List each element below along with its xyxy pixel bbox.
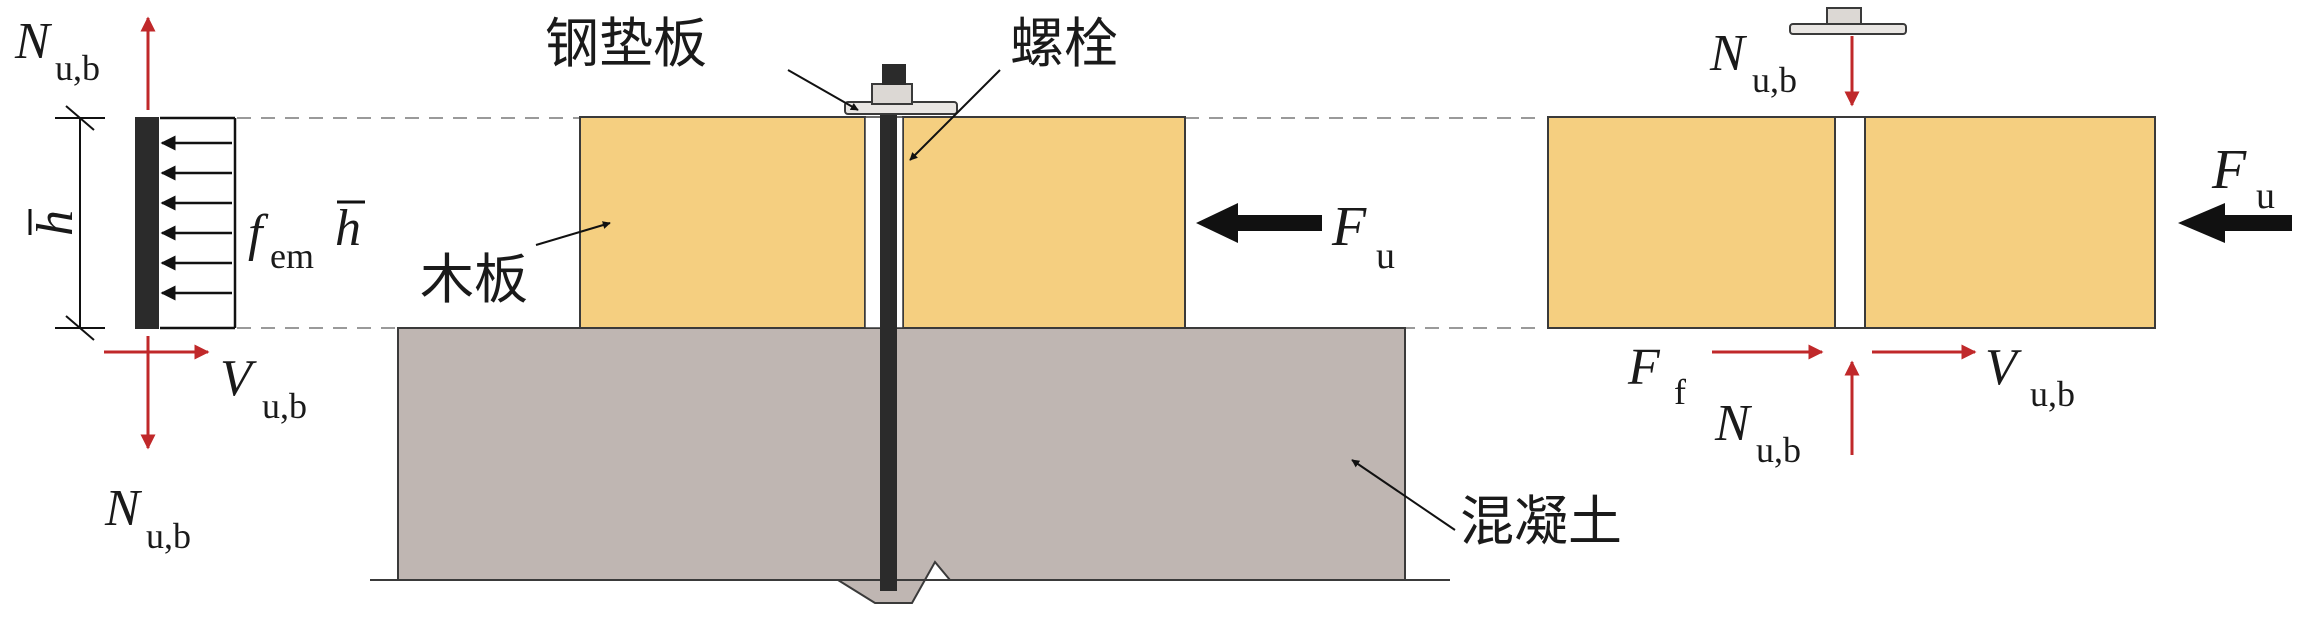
panel-fb-washer	[1789, 23, 1907, 35]
wood-panel-right	[902, 116, 1186, 329]
svg-text:F: F	[2211, 139, 2247, 201]
panel-fb-left	[1547, 116, 1836, 329]
shear-force-label: V u,b	[220, 350, 307, 426]
svg-text:u,b: u,b	[55, 48, 100, 88]
bolt-top	[882, 64, 906, 85]
svg-text:V: V	[1985, 339, 2022, 396]
svg-text:h: h	[27, 210, 84, 236]
axial-force-top-label: N u,b	[14, 13, 100, 88]
lateral-load-label-middle: F u	[1331, 196, 1395, 277]
h-bar-label: h	[27, 209, 84, 236]
concrete-label: 混凝土	[1460, 490, 1622, 553]
bolt-label: 螺栓	[1010, 12, 1118, 75]
bolt-free-body: h N u,b N u,b	[14, 13, 365, 556]
panel-fb-shear-label: V u,b	[1985, 339, 2075, 414]
svg-text:N: N	[1709, 25, 1748, 82]
panel-fb-axial-bottom-label: N u,b	[1714, 395, 1801, 470]
svg-text:u,b: u,b	[1752, 60, 1797, 100]
svg-text:u: u	[1376, 235, 1395, 277]
panel-fb-right	[1864, 116, 2156, 329]
svg-text:u,b: u,b	[146, 516, 191, 556]
svg-text:F: F	[1331, 196, 1367, 258]
joint-assembly: 钢垫板 螺栓 木板 混凝土 F u	[370, 12, 1622, 604]
svg-text:N: N	[104, 480, 143, 537]
svg-text:F: F	[1627, 339, 1661, 396]
panel-fb-nut	[1826, 7, 1862, 25]
friction-force-label: F f	[1627, 339, 1686, 412]
wood-leader	[535, 221, 611, 246]
wood-panel-left	[579, 116, 866, 329]
axial-force-bottom-label: N u,b	[104, 480, 191, 556]
concrete-block	[397, 327, 1406, 604]
dimension-h	[55, 105, 105, 341]
panel-free-body: N u,b F u F f V u,b N u,b	[1547, 7, 2292, 470]
panel-fb-axial-top-label: N u,b	[1709, 25, 1797, 100]
lateral-load-arrow-middle	[1196, 203, 1322, 243]
bolt-leader	[909, 69, 1001, 161]
embedment-strength-label: f em h	[248, 200, 365, 276]
bolt-segment	[135, 117, 159, 329]
svg-text:em: em	[270, 236, 314, 276]
svg-text:f: f	[1674, 372, 1686, 412]
concrete-leader	[1351, 459, 1456, 531]
bolt-nut	[871, 83, 913, 105]
panel-fb-gap	[1834, 116, 1866, 329]
svg-text:u: u	[2256, 175, 2275, 217]
embedment-pressure-arrows	[160, 116, 237, 330]
svg-text:u,b: u,b	[262, 386, 307, 426]
svg-text:V: V	[220, 350, 257, 407]
svg-text:h: h	[335, 200, 361, 257]
wood-panel-label: 木板	[420, 248, 528, 311]
svg-text:N: N	[14, 13, 53, 70]
steel-plate-leader	[787, 69, 859, 111]
lateral-load-arrow-right	[2178, 203, 2292, 243]
bolt-shank	[880, 86, 897, 591]
svg-text:N: N	[1714, 395, 1753, 452]
svg-text:f: f	[248, 205, 269, 262]
steel-plate-label: 钢垫板	[545, 12, 707, 75]
svg-text:u,b: u,b	[1756, 430, 1801, 470]
svg-text:u,b: u,b	[2030, 374, 2075, 414]
lateral-load-label-right: F u	[2211, 139, 2275, 217]
